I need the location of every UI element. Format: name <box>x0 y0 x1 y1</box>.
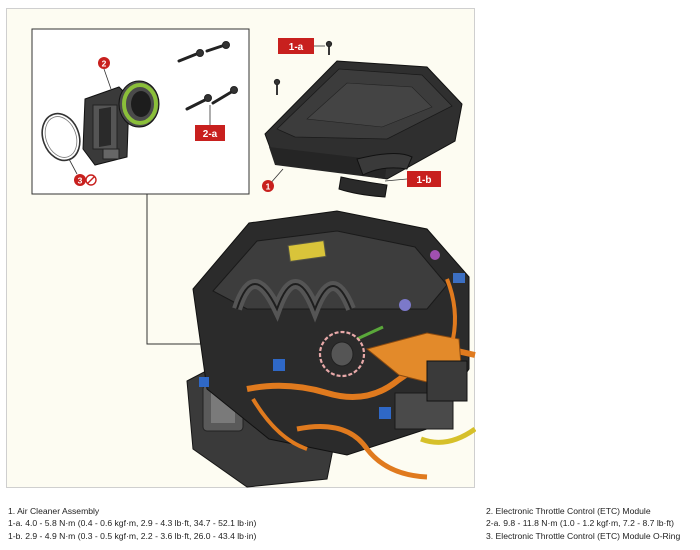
svg-text:3: 3 <box>78 176 83 186</box>
callout-number-3: 3 <box>74 174 86 186</box>
exploded-diagram: 1-a 1-b 2-a 1 2 3 <box>6 8 476 488</box>
svg-text:2-a: 2-a <box>203 129 218 140</box>
engine-assembly <box>186 210 476 488</box>
svg-text:1: 1 <box>266 182 271 192</box>
air-cleaner-bolts <box>273 40 333 95</box>
svg-text:2: 2 <box>102 59 107 69</box>
no-reuse-icon <box>85 174 97 186</box>
legend-left: 1. Air Cleaner Assembly 1-a. 4.0 - 5.8 N… <box>8 505 256 542</box>
etc-module-part <box>82 80 160 166</box>
legend-item-2a: 2-a. 9.8 - 11.8 N·m (1.0 - 1.2 kgf·m, 7.… <box>486 518 675 529</box>
callout-2a: 2-a <box>195 125 225 141</box>
callout-number-1: 1 <box>262 180 274 192</box>
legend-item-2: 2. Electronic Throttle Control (ETC) Mod… <box>486 506 651 516</box>
callout-1b: 1-b <box>407 171 441 187</box>
svg-text:1-a: 1-a <box>289 42 304 53</box>
svg-text:1-b: 1-b <box>417 175 432 186</box>
legend-item-3: 3. Electronic Throttle Control (ETC) Mod… <box>486 530 681 541</box>
legend-item-1a: 1-a. 4.0 - 5.8 N·m (0.4 - 0.6 kgf·m, 2.9… <box>8 518 257 529</box>
legend-item-1b: 1-b. 2.9 - 4.9 N·m (0.3 - 0.5 kgf·m, 2.2… <box>8 530 257 541</box>
legend-item-1: 1. Air Cleaner Assembly <box>8 506 100 516</box>
legend-right: 2. Electronic Throttle Control (ETC) Mod… <box>486 505 680 542</box>
air-cleaner-part <box>264 60 463 198</box>
callout-1a: 1-a <box>278 38 314 54</box>
callout-number-2: 2 <box>98 57 110 69</box>
etc-bolts <box>177 41 238 111</box>
